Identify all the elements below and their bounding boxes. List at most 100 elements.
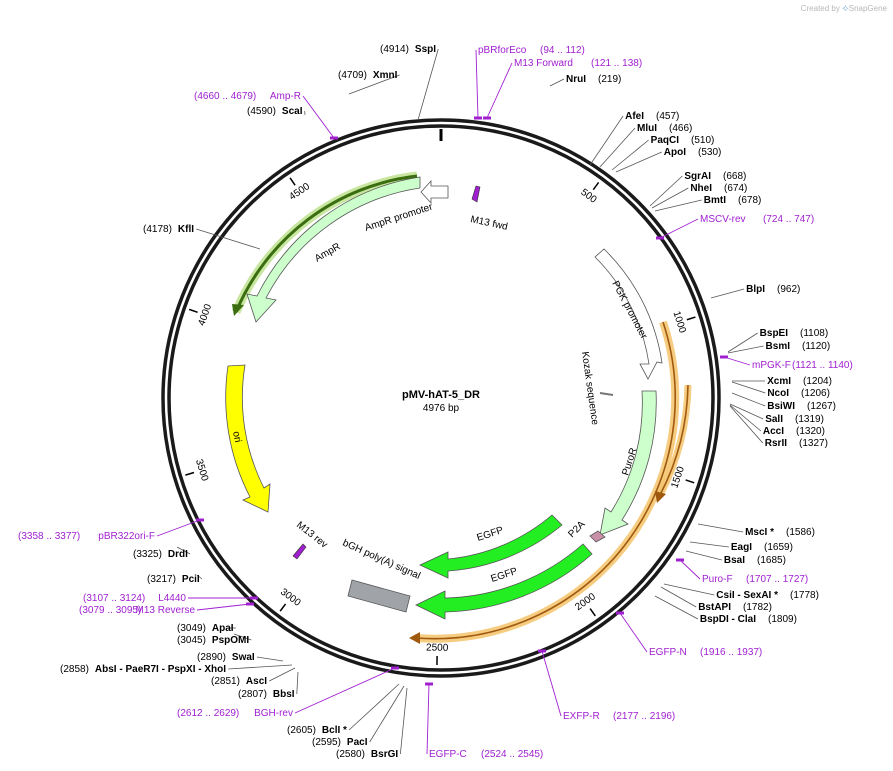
egfp-arrow-outer [415,543,593,620]
snapgene-logo: ⟡ [842,3,849,14]
enzyme-leader [660,586,697,608]
primer-bar [391,666,399,670]
enzyme-label: BsiWI [767,401,795,412]
primer-leader [156,519,201,537]
enzyme-position: (219) [598,74,621,85]
enzyme-label: PaqCI [651,135,680,146]
enzyme-leader [729,405,764,444]
tick-label: 1000 [670,310,687,335]
primer-leader [679,559,701,580]
primer-bar [676,558,684,562]
primer-leader [486,62,513,119]
enzyme-label: KflI [178,224,194,235]
enzyme-label: ApaI [212,623,234,634]
enzyme-label: BclI * [322,725,347,736]
backbone-outer [161,118,721,678]
enzyme-position: (1809) [768,614,797,625]
enzyme-position: (668) [723,171,746,182]
enzyme-leader [663,583,715,596]
enzyme-leader [348,683,400,731]
enzyme-leader [649,175,683,207]
enzyme-leader [654,595,699,620]
primer-label: EGFP-N [649,647,687,658]
backbone-inner [167,124,715,672]
bgh-label: bGH poly(A) signal [341,538,422,582]
enzyme-position: (1204) [803,376,832,387]
tick-mark [592,182,600,191]
enzyme-leader [348,74,400,95]
tick-mark [686,316,696,321]
enzyme-label: XcmI [767,376,791,387]
m13-fwd-marker [471,185,481,203]
enzyme-position: (4590) [247,106,276,117]
enzyme-label: DrdI [168,549,188,560]
enzyme-leader [269,667,296,682]
enzyme-leader [196,574,203,580]
enzyme-label: BstAPI [698,602,731,613]
primer-range: (2524 .. 2545) [481,749,543,760]
enzyme-position: (1659) [764,542,793,553]
p2a-marker [589,530,606,543]
primer-label: Puro-F [702,574,733,585]
enzyme-position: (4178) [143,224,172,235]
enzyme-leader [196,228,261,250]
primer-range: (4660 .. 4679) [194,91,256,102]
enzyme-position: (3049) [177,623,206,634]
enzyme-position: (2890) [197,652,226,663]
tick-mark [279,603,287,612]
enzyme-leader [369,685,405,743]
enzyme-leader [228,664,293,670]
enzyme-label: SalI [765,414,783,425]
enzyme-position: (3217) [147,574,176,585]
primer-label: BGH-rev [254,708,293,719]
tick-label: 2500 [426,642,449,653]
enzyme-label: PacI [347,737,368,748]
tick-label: 500 [578,187,598,206]
primer-range: (121 .. 138) [591,58,642,69]
enzyme-position: (1778) [790,590,819,601]
tick-label: 4500 [287,181,312,203]
primer-label: MSCV-rev [700,214,746,225]
primer-leader [294,667,396,714]
p2a-label: P2A [566,519,587,540]
primer-range: (2612 .. 2629) [177,708,239,719]
enzyme-position: (2605) [287,725,316,736]
enzyme-position: (1120) [802,341,830,352]
primer-label: pBRforEco [478,45,527,56]
primer-label: EXFP-R [563,711,600,722]
enzyme-label: NheI [690,183,712,194]
enzyme-position: (457) [656,111,679,122]
enzyme-label: BmtI [704,195,726,206]
tick-label: 3500 [193,458,210,483]
primer-range: (3107 .. 3124) [83,593,145,604]
enzyme-label: ApoI [664,147,686,158]
enzyme-leader [176,546,191,555]
enzyme-position: (4914) [380,44,409,55]
orange-arc-head [409,632,420,644]
puror-arrow [599,390,657,536]
leader-lines [176,48,766,755]
enzyme-position: (1206) [801,388,830,399]
primer-label: pBR322ori-F [98,531,155,542]
enzyme-leader [599,127,636,168]
ampr-outline-arc [234,174,418,313]
primer-leader [723,356,751,366]
primer-bar [196,518,204,522]
enzyme-label: AscI [246,676,267,687]
primer-label: M13 Reverse [136,605,196,616]
enzyme-leader [589,115,624,166]
primer-bar [720,355,728,359]
ampr-outline-head [232,304,244,316]
enzyme-position: (2858) [60,664,89,675]
enzyme-leader [685,550,722,561]
enzyme-leader [549,78,565,87]
primer-bar [246,602,254,606]
enzyme-leader [697,523,744,533]
primer-bar [538,649,546,653]
site-labels: (4914)SspI(4709)XmnI(4590)ScaI(219)NruI(… [18,44,853,760]
enzyme-leader [611,139,649,171]
enzyme-position: (530) [698,147,721,158]
plasmid-size: 4976 bp [423,403,460,414]
primer-label: M13 Forward [514,58,573,69]
